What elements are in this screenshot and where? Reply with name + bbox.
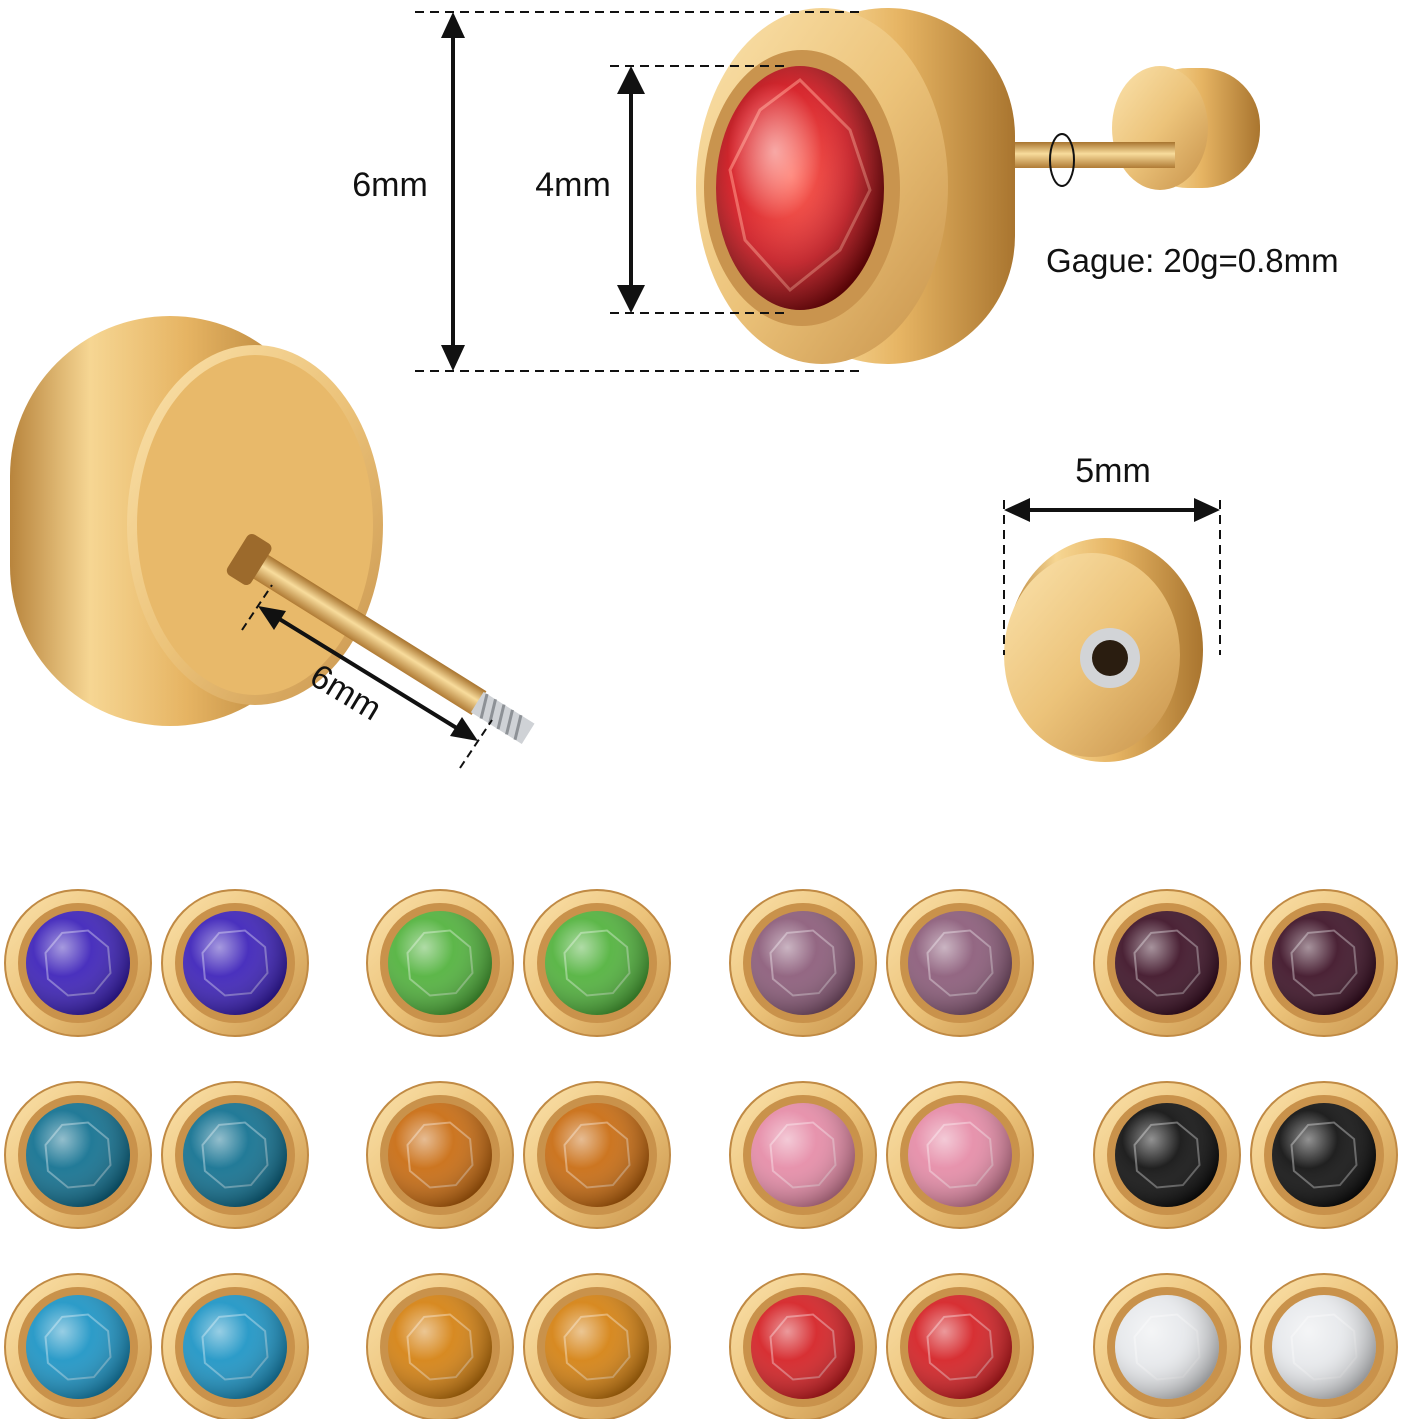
stud-light-amethyst xyxy=(886,889,1034,1037)
stud-peridot-green xyxy=(523,889,671,1037)
stud-topaz xyxy=(523,1081,671,1229)
stud-peridot-green xyxy=(366,889,514,1037)
stud-tanzanite-blue xyxy=(161,889,309,1037)
screw-hole xyxy=(1092,640,1128,676)
stud-aquamarine xyxy=(4,1273,152,1419)
stud-clear-crystal xyxy=(1250,1273,1398,1419)
stud-ruby-red xyxy=(886,1273,1034,1419)
side-body-back xyxy=(137,355,373,695)
dimension-stone-diameter: 4mm xyxy=(535,65,790,314)
stud-light-amethyst xyxy=(729,889,877,1037)
stud-blue-zircon xyxy=(4,1081,152,1229)
side-post xyxy=(242,548,487,715)
dimension-back-diameter: 5mm xyxy=(1003,452,1221,655)
stud-ruby-red xyxy=(729,1273,877,1419)
stud-rose-pink xyxy=(729,1081,877,1229)
color-variant-grid xyxy=(4,889,1398,1419)
stud-amber-topaz xyxy=(523,1273,671,1419)
stone-diameter-label: 4mm xyxy=(535,166,611,204)
back-diameter-label: 5mm xyxy=(1075,452,1151,490)
front-post xyxy=(985,142,1175,168)
stud-dark-amethyst xyxy=(1093,889,1241,1037)
gauge-ring-marker xyxy=(1049,133,1075,187)
gauge-label: Gague: 20g=0.8mm xyxy=(1046,242,1339,279)
stud-clear-crystal xyxy=(1093,1273,1241,1419)
stud-tanzanite-blue xyxy=(4,889,152,1037)
dimension-outer-height: 6mm xyxy=(352,11,860,372)
post-collar xyxy=(226,533,272,585)
side-earring-figure xyxy=(10,316,535,744)
stud-rose-pink xyxy=(886,1081,1034,1229)
stud-jet-black xyxy=(1093,1081,1241,1229)
outer-height-label: 6mm xyxy=(352,166,428,204)
thread-lines xyxy=(479,693,523,741)
stud-blue-zircon xyxy=(161,1081,309,1229)
red-stone-shine xyxy=(716,66,884,310)
stud-aquamarine xyxy=(161,1273,309,1419)
stud-topaz xyxy=(366,1081,514,1229)
screw-back-face xyxy=(1112,66,1208,190)
front-earring-figure xyxy=(696,8,1260,364)
stud-jet-black xyxy=(1250,1081,1398,1229)
screw-back-figure xyxy=(1004,538,1203,762)
stud-dark-amethyst xyxy=(1250,889,1398,1037)
stud-amber-topaz xyxy=(366,1273,514,1419)
post-length-label: 6mm xyxy=(303,657,387,728)
